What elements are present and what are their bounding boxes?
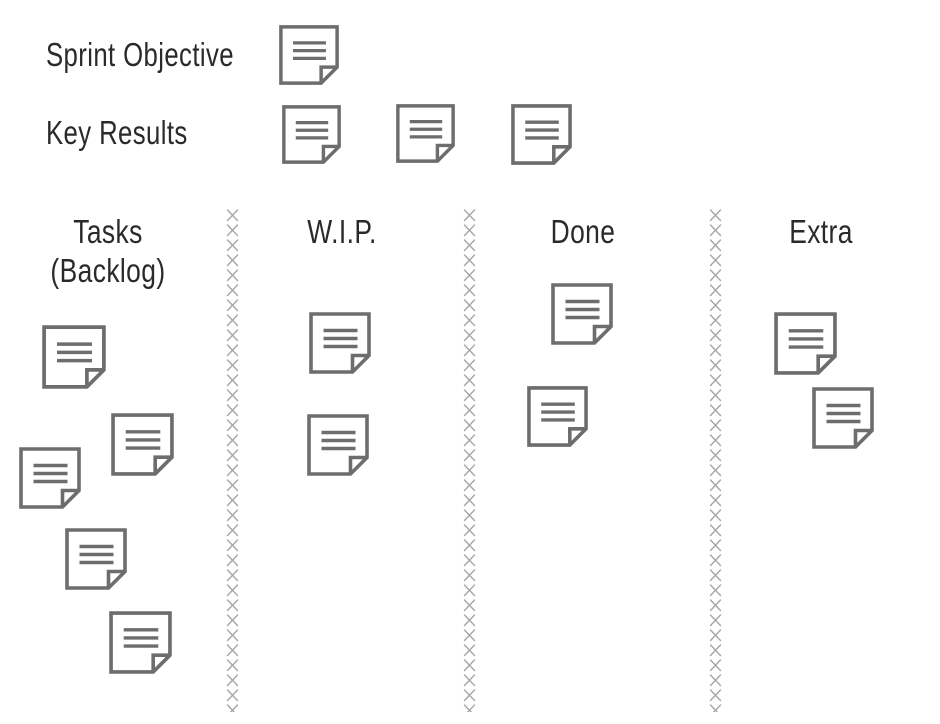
sticky-note-key-results[interactable] bbox=[281, 104, 342, 165]
sticky-note-icon bbox=[109, 611, 172, 674]
sticky-note-icon bbox=[19, 447, 81, 509]
sticky-note-done[interactable] bbox=[526, 385, 589, 448]
sticky-note-wip[interactable] bbox=[308, 311, 372, 375]
sticky-note-icon bbox=[111, 413, 174, 476]
column-divider bbox=[225, 208, 239, 712]
sticky-note-extra[interactable] bbox=[773, 311, 838, 376]
sticky-note-icon bbox=[551, 283, 613, 345]
sticky-note-icon bbox=[307, 414, 369, 476]
column-title: Extra bbox=[789, 213, 853, 250]
sticky-note-icon bbox=[65, 528, 127, 590]
x-stitch-icon bbox=[225, 208, 239, 712]
sticky-note-icon bbox=[282, 105, 341, 164]
column-header-tasks: Tasks (Backlog) bbox=[22, 212, 195, 290]
key-results-label: Key Results bbox=[46, 114, 188, 151]
sticky-note-icon bbox=[812, 387, 874, 449]
sticky-note-objective[interactable] bbox=[278, 24, 340, 86]
sticky-note-icon bbox=[279, 25, 339, 85]
column-title: W.I.P. bbox=[307, 213, 377, 250]
column-header-done: Done bbox=[492, 212, 674, 251]
sticky-note-tasks[interactable] bbox=[108, 610, 173, 675]
sticky-note-done[interactable] bbox=[550, 282, 614, 346]
sticky-note-icon bbox=[511, 104, 572, 165]
sticky-note-tasks[interactable] bbox=[41, 324, 107, 390]
sticky-note-icon bbox=[396, 104, 455, 163]
column-title: Done bbox=[550, 213, 616, 250]
sticky-note-wip[interactable] bbox=[306, 413, 370, 477]
column-header-extra: Extra bbox=[736, 212, 906, 251]
sticky-note-tasks[interactable] bbox=[64, 527, 128, 591]
sticky-note-tasks[interactable] bbox=[110, 412, 175, 477]
sprint-objective-label: Sprint Objective bbox=[46, 36, 234, 73]
column-divider bbox=[462, 208, 476, 712]
sticky-note-key-results[interactable] bbox=[395, 103, 456, 164]
column-title: Tasks bbox=[73, 213, 143, 250]
x-stitch-icon bbox=[462, 208, 476, 712]
column-divider bbox=[708, 208, 722, 712]
sticky-note-extra[interactable] bbox=[811, 386, 875, 450]
sticky-note-icon bbox=[42, 325, 106, 389]
sticky-note-icon bbox=[774, 312, 837, 375]
x-stitch-icon bbox=[708, 208, 722, 712]
sticky-note-icon bbox=[527, 386, 588, 447]
sticky-note-tasks[interactable] bbox=[18, 446, 82, 510]
sticky-note-key-results[interactable] bbox=[510, 103, 573, 166]
column-header-wip: W.I.P. bbox=[254, 212, 430, 251]
sticky-note-icon bbox=[309, 312, 371, 374]
column-subtitle: (Backlog) bbox=[50, 252, 166, 289]
